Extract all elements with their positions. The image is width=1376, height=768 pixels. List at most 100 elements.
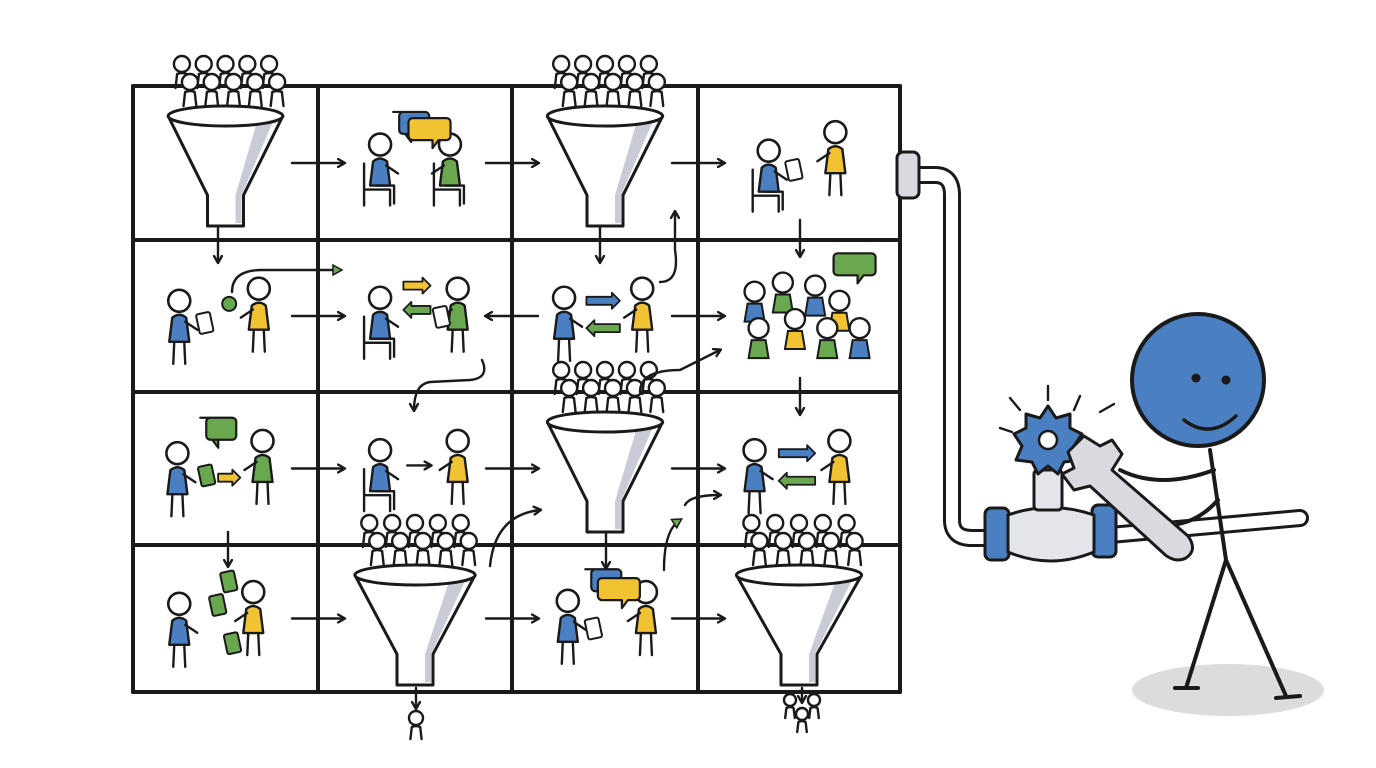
person-figure [837,513,856,549]
cell-paper-exchange [166,569,266,668]
person-figure [803,274,827,317]
flow-arrow [683,495,720,507]
person-figure [848,316,871,360]
cell-funnel-crowd [545,360,667,534]
person-figure [647,72,667,108]
exchange-arrow-icon [585,291,621,310]
person-figure [430,132,466,207]
flow-arrow [414,358,486,410]
exchange-arrow-icon [402,301,432,319]
cell-document-discussion [555,568,659,666]
person-figure [797,531,817,567]
person-figure [742,437,774,515]
person-figure [743,280,766,323]
operator-eye [1191,373,1201,383]
exchange-arrow-icon [585,319,621,338]
person-figure [771,271,795,314]
person-figure [362,437,400,513]
document-icon [195,311,215,335]
person-figure [647,378,667,414]
document-icon [583,616,603,641]
person-figure [438,428,470,506]
person-figure [459,531,478,567]
operator-figure [1060,312,1302,700]
cell-two-way-exchange [742,428,852,515]
document-icon [784,158,804,182]
person-figure [828,289,851,332]
person-figure [165,440,197,518]
person-figure [202,72,221,108]
document-icon [219,569,239,594]
lightbulb-icon [221,295,238,312]
exchange-arrow-icon [217,468,242,487]
person-figure [751,138,788,213]
person-figure [360,513,379,549]
cell-funnel-crowd [545,54,667,228]
spark-lines [998,384,1116,434]
ground-shadow [1132,664,1324,716]
person-figure [559,378,579,414]
flow-arrow [658,212,676,284]
person-figure [438,276,470,353]
person-figure [243,428,275,506]
person-figure [362,132,400,207]
cells-layer [165,54,877,741]
person-figure [581,378,601,414]
cell-card-handoff [165,416,275,518]
speech-bubble-icon [596,577,641,610]
wrench-icon [1060,434,1194,562]
exchange-arrow-icon [777,471,817,490]
cell-seated-reading-pair [751,119,848,213]
person-figure [625,72,645,108]
valve-flange [1090,503,1118,559]
valve-flange [983,506,1011,562]
cell-group-discussion [743,252,877,360]
cell-seated-document-exchange [362,276,470,360]
document-icon [197,463,217,488]
person-figure [267,72,287,108]
cell-funnel-crowd [353,513,478,687]
person-figure [368,531,387,567]
person-figure [581,72,601,108]
person-figure [816,119,848,197]
valve-body [1006,506,1096,563]
cell-idea-handoff [166,276,272,365]
person-figure [407,709,425,741]
person-figure [259,54,279,90]
person-figure [573,54,593,90]
person-figure [166,591,199,668]
person-figure [555,588,587,666]
person-figure [789,513,809,549]
cell-seated-pointing [362,428,470,513]
pipe-segment [899,169,1006,544]
person-figure [774,531,793,567]
person-figure [390,531,410,567]
person-figure [783,307,807,351]
funnel-icon [166,54,287,228]
document-icon [431,305,451,329]
funnel-icon [353,513,478,687]
exchange-arrow-icon [777,444,817,463]
funnel-icon [545,54,667,228]
person-figure [806,692,822,720]
cell-funnel-crowd [166,54,287,228]
person-figure [362,285,400,360]
flow-arrow [230,270,340,294]
person-figure [180,72,200,108]
flow-arrow [638,350,720,394]
person-figure [639,54,659,90]
person-figure [821,531,840,567]
person-figure [239,276,272,353]
person-figure [551,285,584,362]
person-figure [224,72,243,108]
person-figure [623,276,655,353]
person-figure [845,531,864,567]
flow-arrow [488,510,540,568]
person-figure [559,72,579,108]
flow-arrow [662,520,680,572]
person-figure [820,428,852,506]
funnel-icon [545,360,667,534]
speech-bubble-icon [832,252,877,285]
pipe-flange [895,150,921,200]
